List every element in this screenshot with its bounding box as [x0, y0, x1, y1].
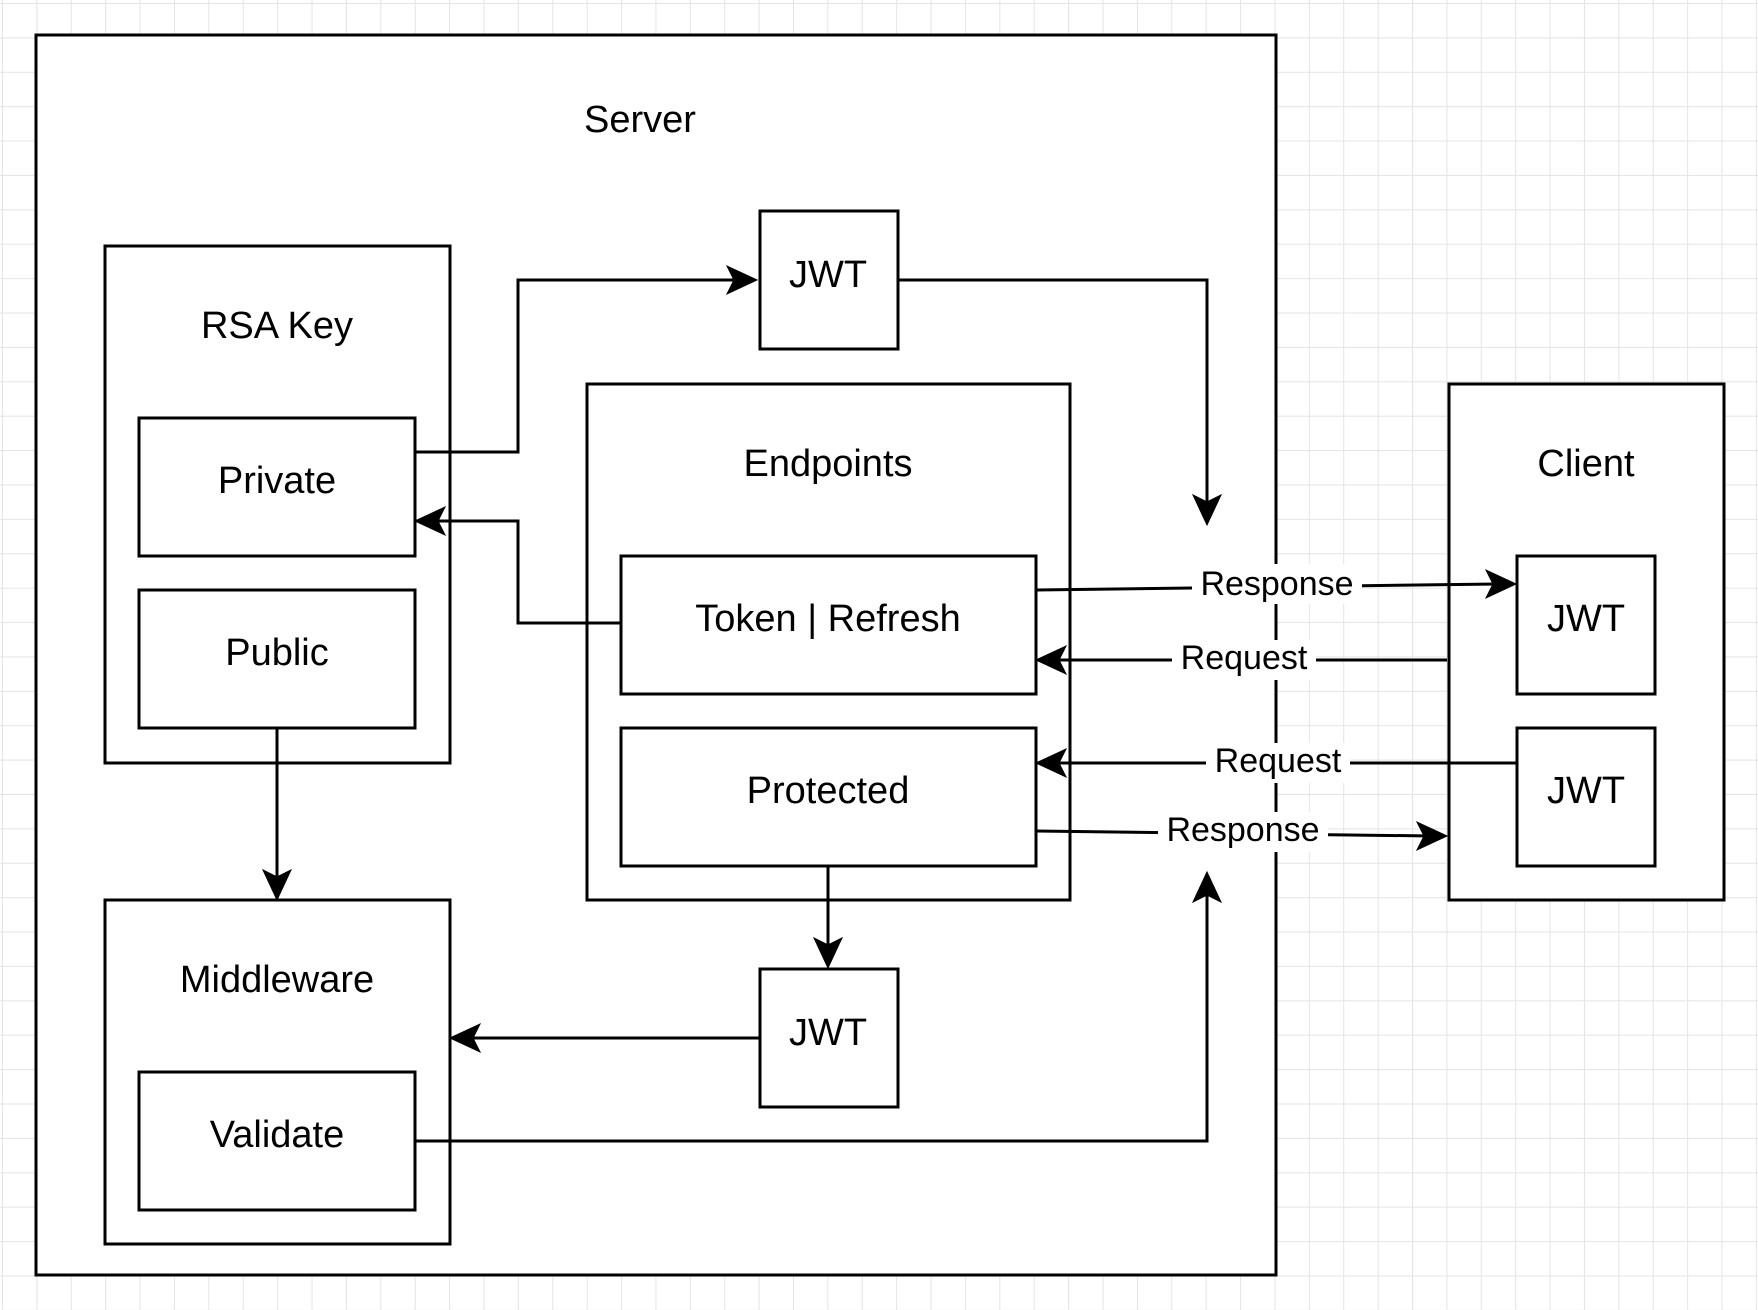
protected-box[interactable] — [619, 726, 1038, 868]
client-title: Client — [1537, 443, 1635, 485]
public-key-label: Public — [225, 632, 329, 674]
private-key-box[interactable] — [137, 416, 417, 558]
arrow-response-from-protected — [1415, 820, 1449, 852]
protected-request-label: Request — [1215, 742, 1342, 780]
client-jwt-bottom-label: JWT — [1547, 770, 1625, 812]
jwt-issued-box[interactable] — [758, 209, 900, 351]
client-jwt-bottom-box[interactable] — [1515, 726, 1657, 868]
jwt-issued-label: JWT — [789, 254, 867, 296]
jwt-received-box[interactable] — [758, 967, 900, 1109]
edge-private-to-jwt[interactable] — [415, 278, 738, 454]
request-label-bg-bottom — [1206, 743, 1350, 783]
arrow-token-to-private — [413, 505, 447, 537]
response-label-bg-bottom — [1158, 812, 1328, 852]
arrow-private-to-jwt — [725, 264, 759, 296]
arrow-request-to-token — [1034, 644, 1068, 676]
client-jwt-top-label: JWT — [1547, 598, 1625, 640]
edge-token-to-private[interactable] — [430, 519, 621, 625]
arrow-jwt-to-middleware — [448, 1022, 482, 1054]
protected-response-label: Response — [1166, 811, 1319, 849]
validate-label: Validate — [210, 1114, 345, 1156]
jwt-received-label: JWT — [789, 1012, 867, 1054]
validate-box[interactable] — [137, 1070, 417, 1212]
endpoints-title: Endpoints — [743, 443, 912, 485]
middleware-title: Middleware — [180, 959, 374, 1001]
arrow-public-to-middleware — [261, 868, 293, 902]
response-label-bg-top — [1192, 564, 1362, 604]
arrow-protected-to-jwt — [812, 936, 844, 970]
server-title: Server — [584, 99, 696, 141]
protected-label: Protected — [747, 770, 910, 812]
client-jwt-top-box[interactable] — [1515, 554, 1657, 696]
public-key-box[interactable] — [137, 588, 417, 730]
edge-validate-to-response[interactable] — [415, 887, 1209, 1143]
response-to-client-label: Response — [1200, 565, 1353, 603]
arrow-jwt-down — [1191, 493, 1223, 527]
request-from-client-label: Request — [1181, 639, 1308, 677]
token-refresh-label: Token | Refresh — [695, 598, 960, 640]
request-label-bg-top — [1172, 640, 1316, 680]
arrow-validate-up — [1191, 870, 1223, 904]
token-refresh-box[interactable] — [619, 554, 1038, 696]
arrow-response-to-client — [1484, 568, 1518, 600]
arrow-request-to-protected — [1034, 747, 1068, 779]
private-key-label: Private — [218, 460, 336, 502]
rsa-key-title: RSA Key — [201, 305, 353, 347]
edge-jwt-to-response[interactable] — [898, 278, 1209, 510]
